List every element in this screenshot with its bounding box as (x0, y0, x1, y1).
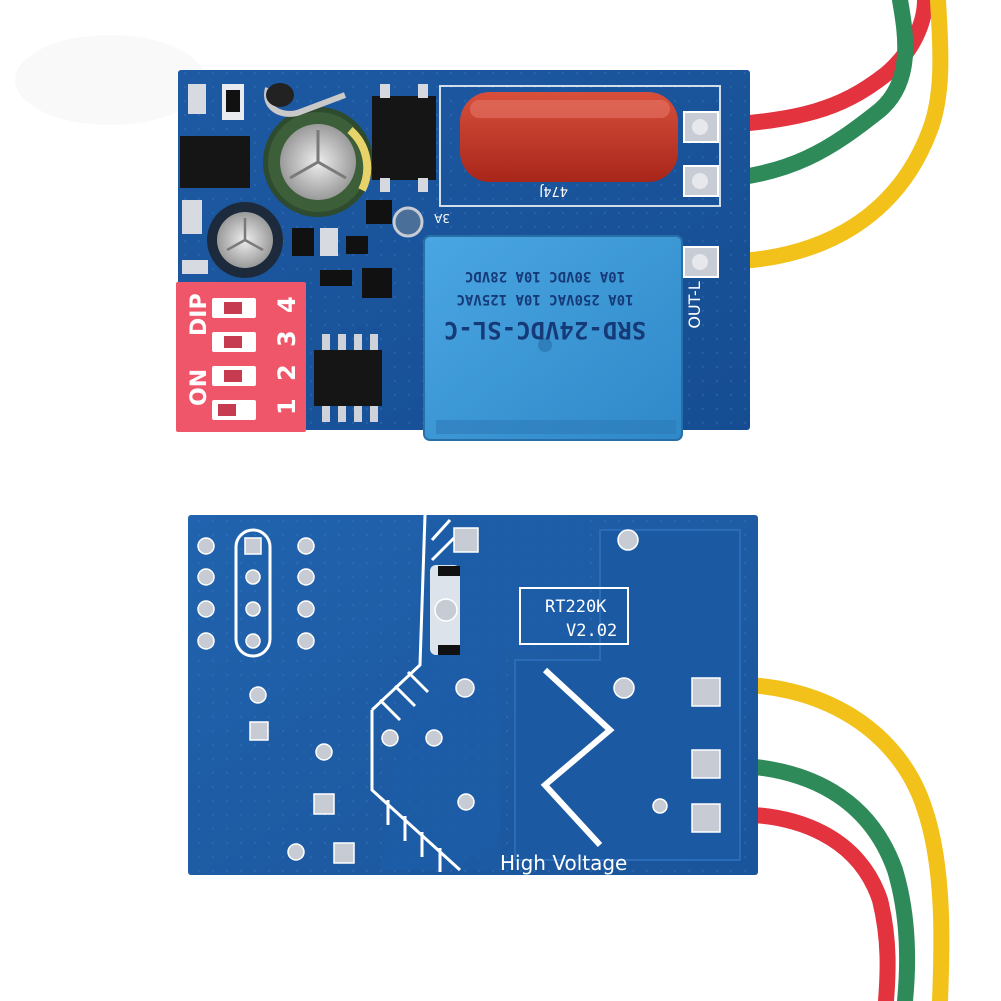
top-pcb-board: 474J OUT-L SRD-24VDC-SL-C 10A 250VAC 10A… (176, 70, 750, 441)
ic-chip (314, 334, 382, 422)
relay: SRD-24VDC-SL-C 10A 250VAC 10A 125VAC 10A… (423, 235, 683, 441)
bridge-rectifier (372, 96, 436, 180)
top-wires (707, 0, 949, 270)
version-label: V2.02 (566, 621, 617, 641)
model-label-box: RT220K V2.02 (519, 587, 629, 645)
electrolytic-capacitor-large (263, 107, 373, 217)
bottom-pcb-board: RT220K V2.02 (188, 514, 758, 875)
output-label: OUT-L (685, 281, 704, 328)
dip-number-3: 3 (273, 330, 301, 347)
capacitor-label: 474J (539, 183, 568, 198)
dip-number-2: 2 (273, 364, 301, 381)
wire-red-top (707, 0, 933, 134)
fuse-component: 3A (392, 206, 450, 238)
relay-rating-1: 10A 250VAC 10A 125VAC (456, 291, 633, 307)
dip-on-label: ON (187, 369, 212, 406)
wire-pads-top (683, 111, 719, 278)
transistor-bent-leg (264, 83, 347, 117)
wire-green-top (707, 0, 914, 188)
wire-green-bottom (712, 757, 916, 1001)
high-voltage-bolt-icon (540, 667, 615, 848)
relay-model-label: SRD-24VDC-SL-C (444, 316, 646, 344)
dip-number-4: 4 (273, 296, 301, 313)
background-smudge (15, 35, 205, 125)
high-voltage-label: High Voltage (500, 851, 627, 875)
relay-rating-2: 10A 30VDC 10A 28VDC (465, 268, 625, 284)
header-slot (234, 528, 272, 658)
dip-number-1: 1 (273, 398, 301, 415)
smd-components (180, 84, 392, 298)
model-label: RT220K (545, 597, 607, 617)
wire-red-bottom (712, 806, 896, 1001)
dip-label: DIP (187, 293, 212, 336)
wire-yellow-top (707, 0, 949, 270)
x2-capacitor: 474J (460, 92, 678, 198)
solder-pads (197, 527, 721, 864)
bottom-wires (712, 676, 950, 1001)
dip-switch[interactable]: ON DIP 1 2 3 4 (176, 282, 306, 432)
electrolytic-capacitor-small (207, 202, 283, 278)
wire-yellow-bottom (712, 676, 950, 1001)
fuse-label: 3A (433, 211, 450, 225)
